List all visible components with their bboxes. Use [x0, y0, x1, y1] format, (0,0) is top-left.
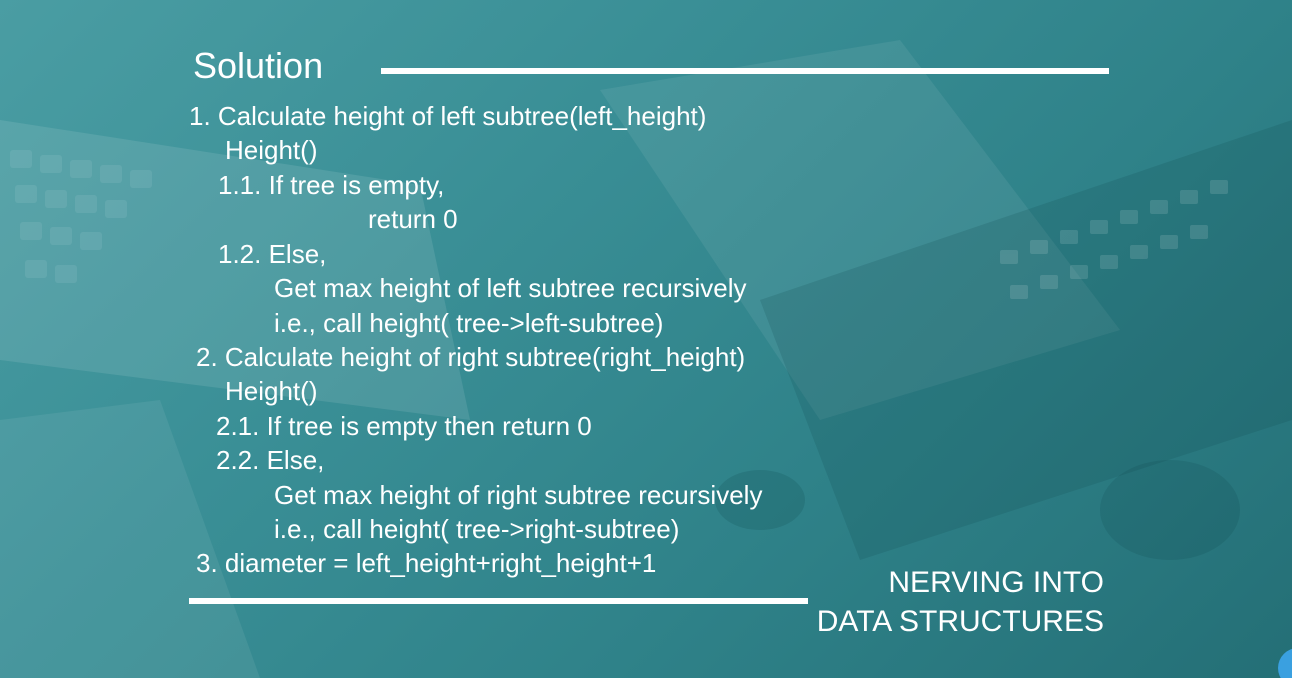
desk-paper: [0, 40, 1120, 678]
brand-line-2: DATA STRUCTURES: [816, 605, 1104, 638]
step-2-1-line: 2.1. If tree is empty then return 0: [216, 411, 592, 441]
step-1-2-detail-line: Get max height of left subtree recursive…: [274, 273, 747, 303]
title-underline: [381, 68, 1109, 74]
step-2-line: 2. Calculate height of right subtree(rig…: [196, 342, 746, 372]
step-2-2-detail-line: Get max height of right subtree recursiv…: [274, 480, 763, 510]
laptop-keyboard-shape: [0, 120, 470, 420]
step-1-2-line: 1.2. Else,: [218, 239, 327, 269]
corner-circle-icon: [1278, 648, 1292, 678]
dark-keys: [1000, 180, 1228, 299]
bottom-rule: [189, 598, 808, 604]
dark-keyboard-shape: [760, 120, 1292, 560]
slide-title: Solution: [193, 45, 324, 86]
step-2-height-line: Height(): [225, 376, 318, 406]
step-2-2-line: 2.2. Else,: [216, 445, 325, 475]
brand-line-1: NERVING INTO: [888, 566, 1104, 599]
step-1-1-return-line: return 0: [368, 204, 458, 234]
step-2-2-call-line: i.e., call height( tree->right-subtree): [274, 514, 680, 544]
mouse-shape: [1100, 460, 1240, 560]
laptop-keys: [10, 150, 152, 283]
step-1-2-call-line: i.e., call height( tree->left-subtree): [274, 308, 664, 338]
step-1-1-line: 1.1. If tree is empty,: [218, 170, 445, 200]
step-3-line: 3. diameter = left_height+right_height+1: [196, 548, 657, 578]
step-1-line: 1. Calculate height of left subtree(left…: [189, 101, 707, 131]
step-1-height-line: Height(): [225, 135, 318, 165]
mouse-shadow: [715, 470, 805, 530]
